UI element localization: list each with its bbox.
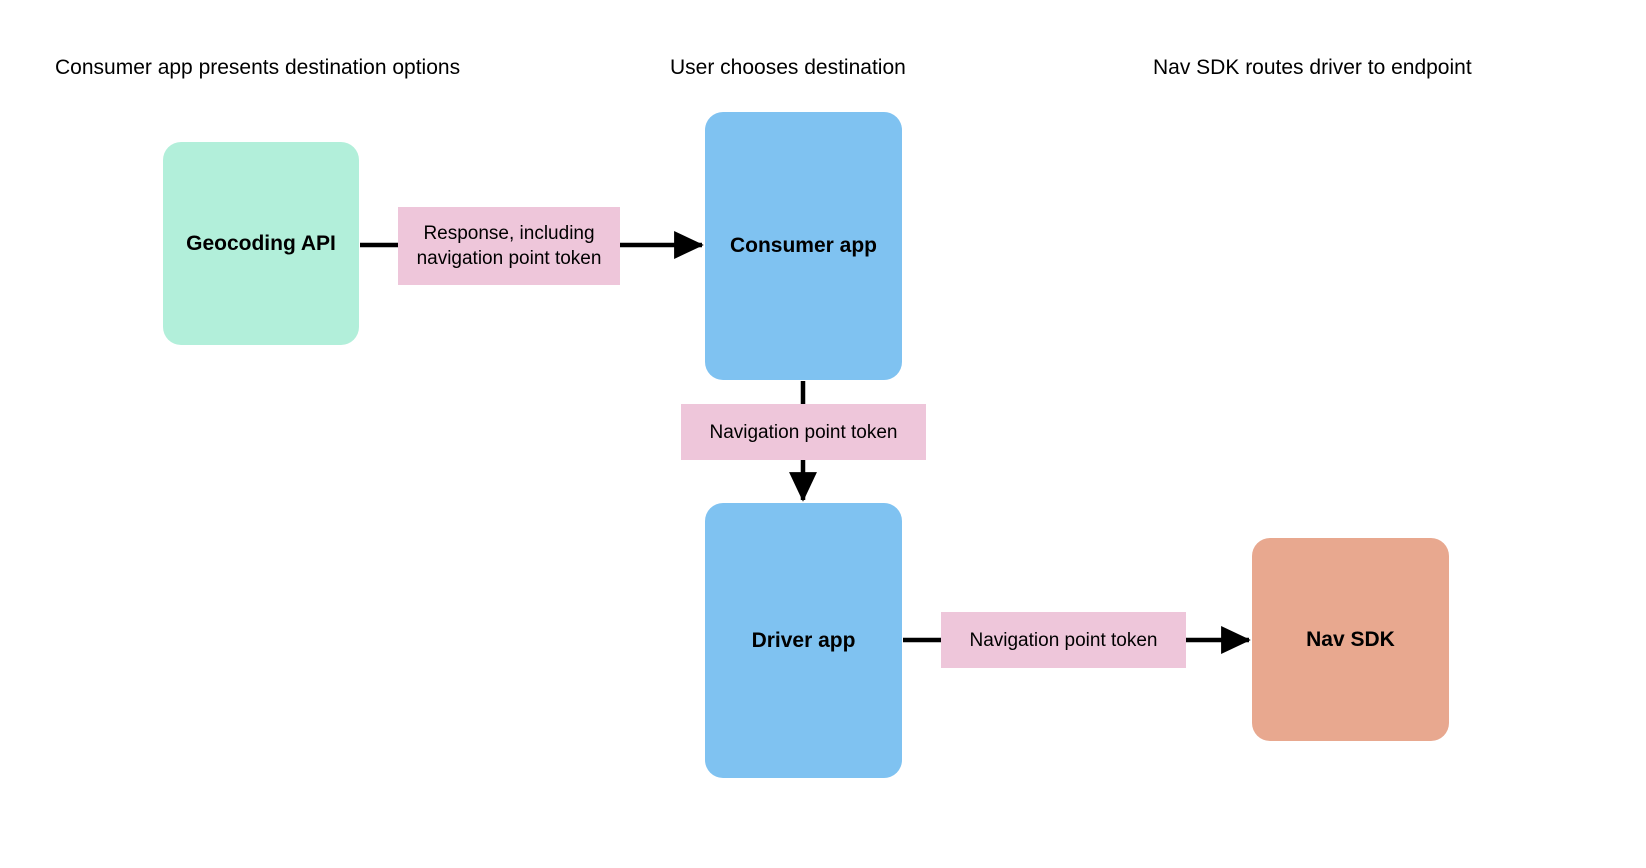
column-heading-navsdk: Nav SDK routes driver to endpoint bbox=[1153, 56, 1472, 79]
node-geocoding-api-label: Geocoding API bbox=[186, 231, 336, 255]
node-driver-app[interactable]: Driver app bbox=[705, 503, 902, 778]
edge-label-nav-token-driver-navsdk-text: Navigation point token bbox=[969, 629, 1158, 651]
node-geocoding-api[interactable]: Geocoding API bbox=[163, 142, 359, 345]
edge-label-nav-token-driver-navsdk: Navigation point token bbox=[941, 612, 1186, 668]
edge-label-nav-token-consumer-driver-text: Navigation point token bbox=[709, 421, 898, 443]
node-driver-app-label: Driver app bbox=[751, 628, 856, 652]
column-heading-consumer: Consumer app presents destination option… bbox=[55, 56, 461, 79]
column-heading-user: User chooses destination bbox=[670, 56, 906, 79]
node-nav-sdk[interactable]: Nav SDK bbox=[1252, 538, 1449, 741]
edge-label-response-token: Response, including navigation point tok… bbox=[398, 207, 620, 285]
edge-label-response-token-text: Response, including navigation point tok… bbox=[416, 223, 602, 269]
node-consumer-app-label: Consumer app bbox=[729, 234, 878, 257]
edge-label-nav-token-consumer-driver: Navigation point token bbox=[681, 404, 926, 460]
node-consumer-app[interactable]: Consumer app bbox=[705, 112, 902, 380]
node-nav-sdk-label: Nav SDK bbox=[1306, 627, 1395, 651]
